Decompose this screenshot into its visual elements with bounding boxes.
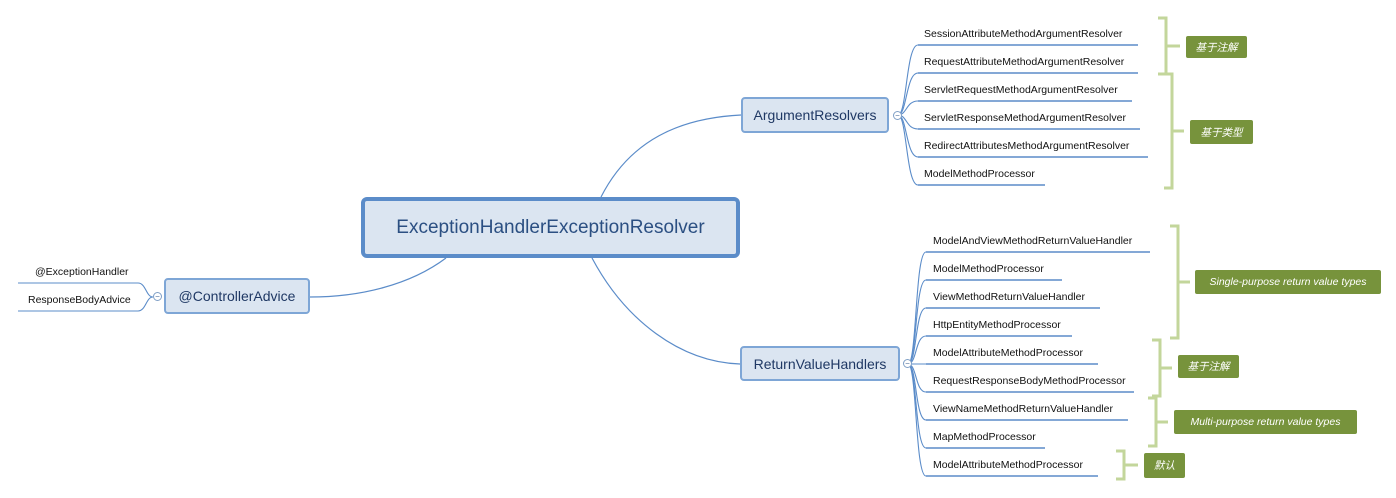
root-node[interactable]: ExceptionHandlerExceptionResolver — [361, 197, 740, 258]
group-tag-annotation-based: 基于注解 — [1178, 355, 1239, 378]
argument-resolver-item[interactable]: ServletRequestMethodArgumentResolver — [924, 84, 1118, 96]
bracket-type-based — [1164, 72, 1184, 190]
argument-resolver-item[interactable]: SessionAttributeMethodArgumentResolver — [924, 28, 1123, 40]
connector-root-argument-resolvers — [600, 114, 742, 198]
return-value-handler-item[interactable]: ViewNameMethodReturnValueHandler — [933, 403, 1113, 415]
controller-advice-node[interactable]: @ControllerAdvice — [164, 278, 310, 314]
bracket-annotation-based — [1152, 338, 1172, 398]
connector-root-return-value-handlers — [591, 257, 741, 365]
return-value-handlers-collapse-icon[interactable]: − — [903, 359, 912, 368]
return-value-handler-item[interactable]: ModelAttributeMethodProcessor — [933, 347, 1083, 359]
connector-argument-resolver — [897, 114, 919, 186]
controller-advice-collapse-icon[interactable]: − — [153, 292, 162, 301]
group-tag-type-based: 基于类型 — [1190, 120, 1253, 144]
argument-resolvers-node[interactable]: ArgumentResolvers — [741, 97, 889, 133]
connector-argument-resolver — [897, 72, 919, 116]
return-value-handlers-label: ReturnValueHandlers — [753, 355, 887, 372]
bracket-annotation-based — [1158, 16, 1180, 76]
group-tag-single-purpose: Single-purpose return value types — [1195, 270, 1381, 294]
bracket-single-purpose — [1170, 224, 1190, 340]
connector-return-value-handler — [907, 363, 927, 477]
connector-argument-resolver — [897, 114, 919, 158]
argument-resolver-item[interactable]: ModelMethodProcessor — [924, 168, 1035, 180]
connector-controller-advice — [18, 282, 154, 298]
return-value-handler-item[interactable]: MapMethodProcessor — [933, 431, 1036, 443]
return-value-handler-item[interactable]: RequestResponseBodyMethodProcessor — [933, 375, 1126, 387]
return-value-handler-item[interactable]: HttpEntityMethodProcessor — [933, 319, 1061, 331]
connector-controller-advice — [18, 296, 154, 312]
controller-advice-item[interactable]: ResponseBodyAdvice — [28, 294, 131, 306]
root-node-label: ExceptionHandlerExceptionResolver — [396, 216, 705, 238]
argument-resolver-item[interactable]: RequestAttributeMethodArgumentResolver — [924, 56, 1125, 68]
argument-resolver-item[interactable]: RedirectAttributesMethodArgumentResolver — [924, 140, 1130, 152]
bracket-default — [1116, 449, 1138, 481]
group-tag-default: 默认 — [1144, 453, 1185, 478]
return-value-handler-item[interactable]: ViewMethodReturnValueHandler — [933, 291, 1085, 303]
argument-resolver-item[interactable]: ServletResponseMethodArgumentResolver — [924, 112, 1126, 124]
group-tag-annotation-based: 基于注解 — [1186, 36, 1247, 58]
return-value-handlers-node[interactable]: ReturnValueHandlers — [740, 346, 900, 381]
connector-argument-resolver — [897, 44, 919, 116]
controller-advice-label: @ControllerAdvice — [178, 288, 296, 304]
bracket-multi-purpose — [1148, 396, 1168, 448]
return-value-handler-item[interactable]: ModelAndViewMethodReturnValueHandler — [933, 235, 1133, 247]
connector-root-controller-advice — [309, 257, 447, 298]
return-value-handler-item[interactable]: ModelAttributeMethodProcessor — [933, 459, 1083, 471]
argument-resolvers-collapse-icon[interactable]: − — [893, 111, 902, 120]
group-tag-multi-purpose: Multi-purpose return value types — [1174, 410, 1357, 434]
argument-resolvers-label: ArgumentResolvers — [753, 107, 877, 123]
return-value-handler-item[interactable]: ModelMethodProcessor — [933, 263, 1044, 275]
controller-advice-item[interactable]: @ExceptionHandler — [35, 266, 129, 278]
